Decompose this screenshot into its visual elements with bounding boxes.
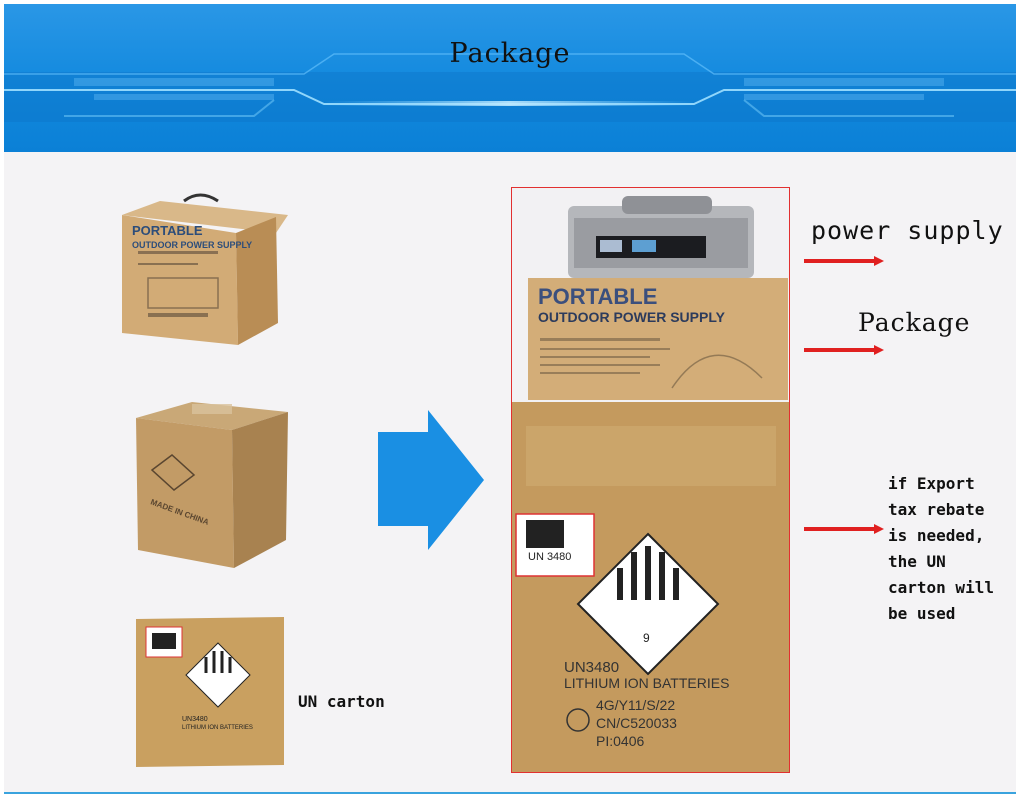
package-photo-illustration: PORTABLE OUTDOOR POWER SUPPLY UN 3480 9 … <box>512 196 789 772</box>
photo-brand-1: PORTABLE <box>538 284 657 309</box>
photo-un-badge: UN 3480 <box>528 551 571 563</box>
un-carton-image: UN3480 LITHIUM ION BATTERIES <box>136 617 284 767</box>
banner-decoration <box>4 53 1016 122</box>
box-brand-2: OUTDOOR POWER SUPPLY <box>132 240 252 250</box>
photo-un-code: UN3480 <box>564 659 619 676</box>
product-box-image: PORTABLE OUTDOOR POWER SUPPLY <box>122 193 288 345</box>
photo-cert-3: PI:0406 <box>596 733 644 749</box>
package-photo: PORTABLE OUTDOOR POWER SUPPLY UN 3480 9 … <box>511 187 790 773</box>
photo-brand-2: OUTDOOR POWER SUPPLY <box>538 309 726 325</box>
photo-cert-2: CN/C520033 <box>596 715 677 731</box>
un-carton-label: UN carton <box>298 692 385 711</box>
photo-un-desc: LITHIUM ION BATTERIES <box>564 675 729 691</box>
un-carton-code: UN3480 <box>182 716 208 723</box>
callout-package: Package <box>858 308 971 337</box>
un-carton-desc: LITHIUM ION BATTERIES <box>182 725 253 731</box>
arrow-power-supply-icon <box>804 256 884 266</box>
photo-class-number: 9 <box>643 631 650 645</box>
header-banner: Package <box>4 4 1016 152</box>
blue-arrow-icon <box>378 410 484 550</box>
box-brand-1: PORTABLE <box>132 223 203 238</box>
page-title: Package <box>449 38 571 69</box>
callout-un-note: if Export tax rebate is needed, the UN c… <box>888 474 994 623</box>
photo-cert-1: 4G/Y11/S/22 <box>596 697 675 713</box>
callout-power-supply: power supply <box>811 216 1004 245</box>
arrow-package-icon <box>804 345 884 355</box>
footer-divider <box>4 792 1016 794</box>
arrow-un-carton-icon <box>804 524 884 534</box>
plain-carton-image: MADE IN CHINA <box>136 402 288 568</box>
